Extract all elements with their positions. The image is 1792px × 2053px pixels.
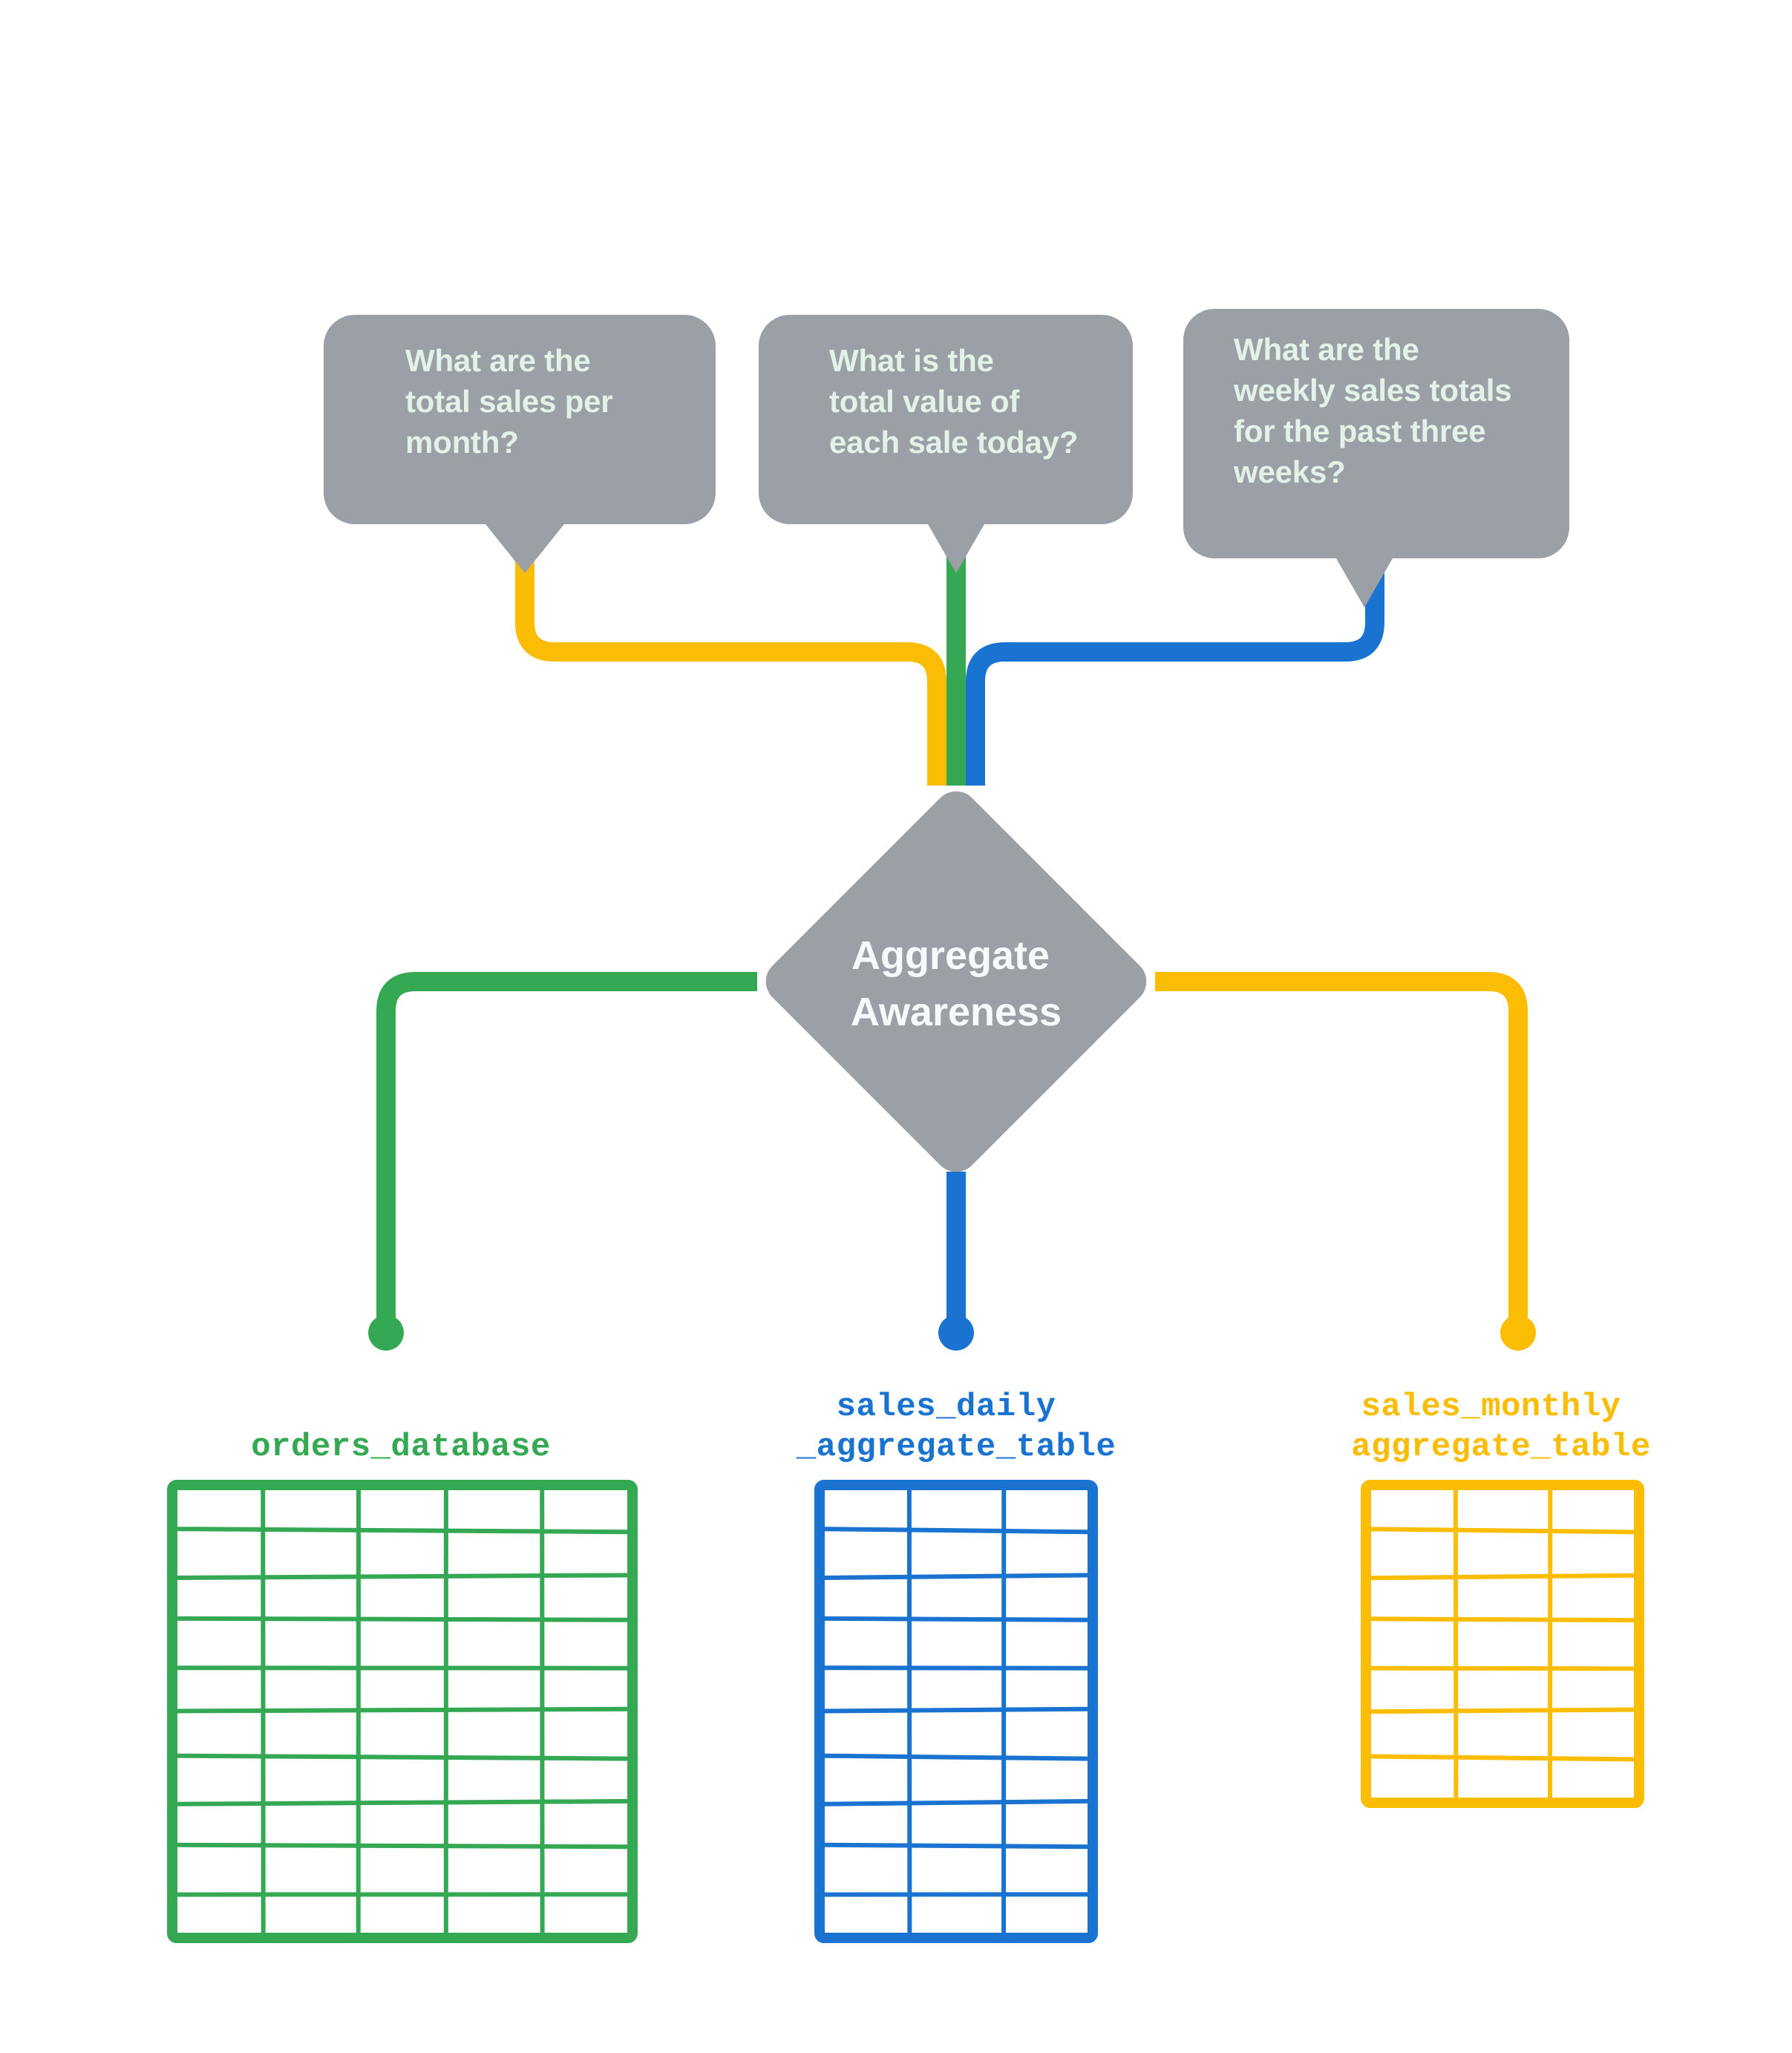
endpoint-dot-blue bbox=[938, 1315, 974, 1351]
question-bubble-monthly-shape bbox=[324, 315, 716, 573]
table-row-divider bbox=[177, 1798, 628, 1806]
table-row-divider bbox=[1370, 1707, 1635, 1714]
aggregate-awareness-shape bbox=[765, 791, 1147, 1172]
table-grid-sales-daily-aggregate-table bbox=[814, 1480, 1098, 1943]
table-row-divider bbox=[824, 1798, 1088, 1806]
table-row-divider bbox=[1370, 1527, 1635, 1535]
endpoint-dot-green bbox=[368, 1315, 404, 1351]
table-row-divider bbox=[1370, 1573, 1635, 1581]
table-row-divider bbox=[824, 1573, 1088, 1580]
table-row-divider bbox=[824, 1706, 1088, 1714]
table-row-divider bbox=[177, 1573, 628, 1580]
connector-group-bottom bbox=[376, 972, 1528, 1328]
question-bubble-daily-shape bbox=[759, 315, 1133, 573]
table-row-divider bbox=[177, 1706, 628, 1714]
table-row-divider bbox=[177, 1527, 628, 1535]
table-outline bbox=[814, 1480, 1098, 1943]
question-bubble-daily[interactable]: What is the total value of each sale tod… bbox=[759, 315, 1133, 573]
table-row-divider bbox=[824, 1616, 1088, 1622]
connector-group-top bbox=[515, 549, 1384, 786]
question-bubble-weekly-text: What are the weekly sales totals for the… bbox=[1233, 332, 1520, 489]
connector-amber-question-to-node bbox=[515, 549, 946, 786]
endpoint-dot-amber bbox=[1500, 1315, 1536, 1351]
table-row-divider bbox=[1370, 1754, 1635, 1762]
sales-monthly-aggregate-table-label: sales_monthly aggregate_table bbox=[1351, 1388, 1651, 1466]
table-row-divider bbox=[1370, 1616, 1635, 1623]
sales-daily-aggregate-table-label: sales_daily _aggregate_table bbox=[796, 1388, 1116, 1466]
question-bubble-daily-text: What is the total value of each sale tod… bbox=[829, 343, 1078, 460]
table-row-divider bbox=[177, 1842, 628, 1850]
question-bubble-weekly-shape bbox=[1183, 309, 1569, 607]
connector-amber-node-to-sales-monthly bbox=[1155, 972, 1528, 1328]
table-outline bbox=[1361, 1480, 1644, 1808]
question-bubble-monthly[interactable]: What are the total sales per month? bbox=[324, 315, 716, 573]
table-grid-orders-database bbox=[167, 1480, 638, 1943]
table-row-divider bbox=[824, 1753, 1088, 1761]
connector-blue-question-to-node bbox=[966, 549, 1384, 786]
table-outline bbox=[167, 1480, 638, 1943]
question-bubble-weekly[interactable]: What are the weekly sales totals for the… bbox=[1183, 309, 1569, 607]
question-bubble-monthly-text: What are the total sales per month? bbox=[405, 343, 621, 460]
table-row-divider bbox=[824, 1527, 1088, 1535]
table-row-divider bbox=[177, 1753, 628, 1761]
orders-database-label: orders_database bbox=[251, 1429, 551, 1466]
aggregate-awareness-label: Aggregate Awareness bbox=[851, 933, 1062, 1034]
table-grid-sales-monthly-aggregate-table bbox=[1361, 1480, 1644, 1808]
connector-green-node-to-orders-database bbox=[376, 972, 757, 1328]
table-row-divider bbox=[824, 1842, 1088, 1850]
table-row-divider bbox=[177, 1616, 628, 1622]
aggregate-awareness-node[interactable]: Aggregate Awareness bbox=[756, 782, 1155, 1181]
